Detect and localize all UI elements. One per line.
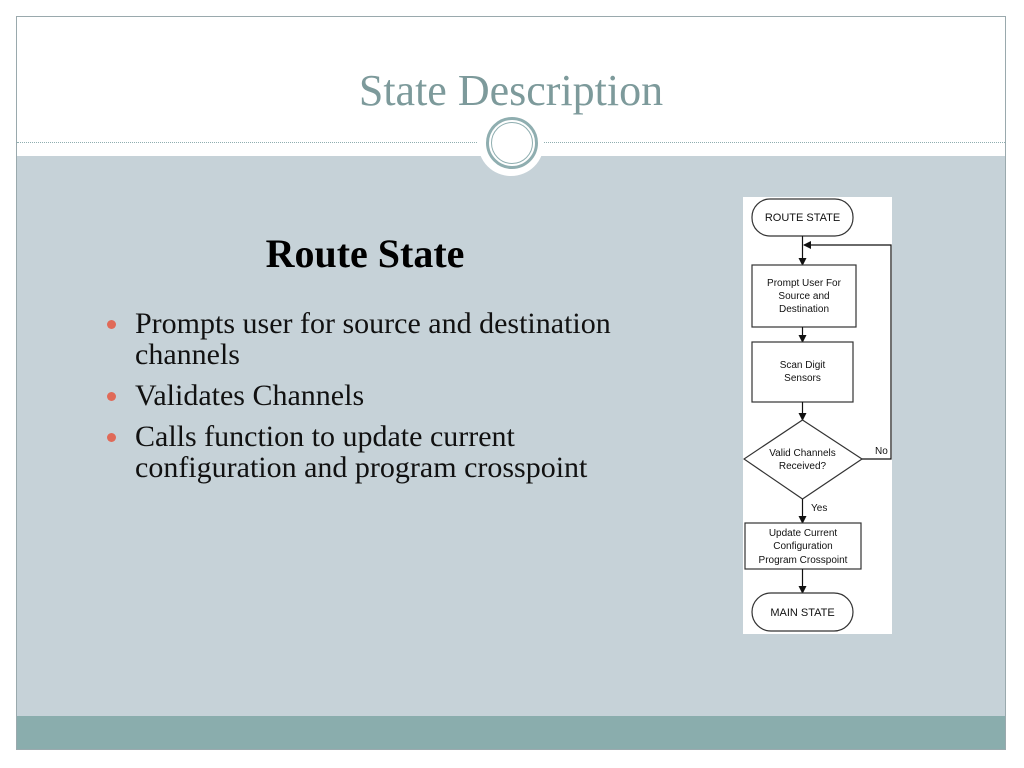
update-config-box <box>744 522 862 570</box>
scan-sensors-line: Sensors <box>784 373 821 384</box>
bullet-item: Calls function to update current configu… <box>104 421 614 483</box>
update-config-line: Configuration <box>773 541 832 552</box>
update-config-line: Program Crosspoint <box>759 555 848 566</box>
start-label: ROUTE STATE <box>765 212 840 224</box>
bullet-text: Prompts user for source and destination … <box>135 307 611 371</box>
update-config-line: Update Current <box>769 528 838 539</box>
footer-bar <box>17 716 1005 749</box>
decision-line: Valid Channels <box>769 448 836 459</box>
scan-sensors-box <box>751 341 854 403</box>
flowchart: ROUTE STATE Prompt User For Source and D… <box>743 197 892 634</box>
slide-title: State Description <box>358 66 664 115</box>
bullet-text: Validates Channels <box>135 379 365 412</box>
prompt-user-line: Prompt User For <box>767 278 842 289</box>
prompt-user-line: Source and <box>778 291 829 302</box>
bullet-icon <box>107 392 116 401</box>
end-label: MAIN STATE <box>770 607 834 619</box>
end-terminator <box>751 592 854 632</box>
scan-sensors-line: Scan Digit <box>780 360 826 371</box>
bullet-text: Calls function to update current configu… <box>135 420 588 484</box>
prompt-user-line: Destination <box>779 304 829 315</box>
decision-line: Received? <box>779 461 827 472</box>
prompt-user-box <box>751 264 857 328</box>
no-label: No <box>875 446 888 457</box>
no-loop-arrow <box>803 241 892 460</box>
yes-label: Yes <box>811 503 827 514</box>
section-heading: Route State <box>265 231 465 276</box>
bullet-icon <box>107 320 116 329</box>
bullet-item: Prompts user for source and destination … <box>104 308 614 370</box>
flowchart-svg: ROUTE STATE Prompt User For Source and D… <box>743 198 892 632</box>
bullet-list: Prompts user for source and destination … <box>104 308 614 493</box>
bullet-item: Validates Channels <box>104 380 614 411</box>
bullet-icon <box>107 433 116 442</box>
decorative-circle-inner <box>491 122 533 164</box>
valid-channels-decision <box>743 419 864 500</box>
